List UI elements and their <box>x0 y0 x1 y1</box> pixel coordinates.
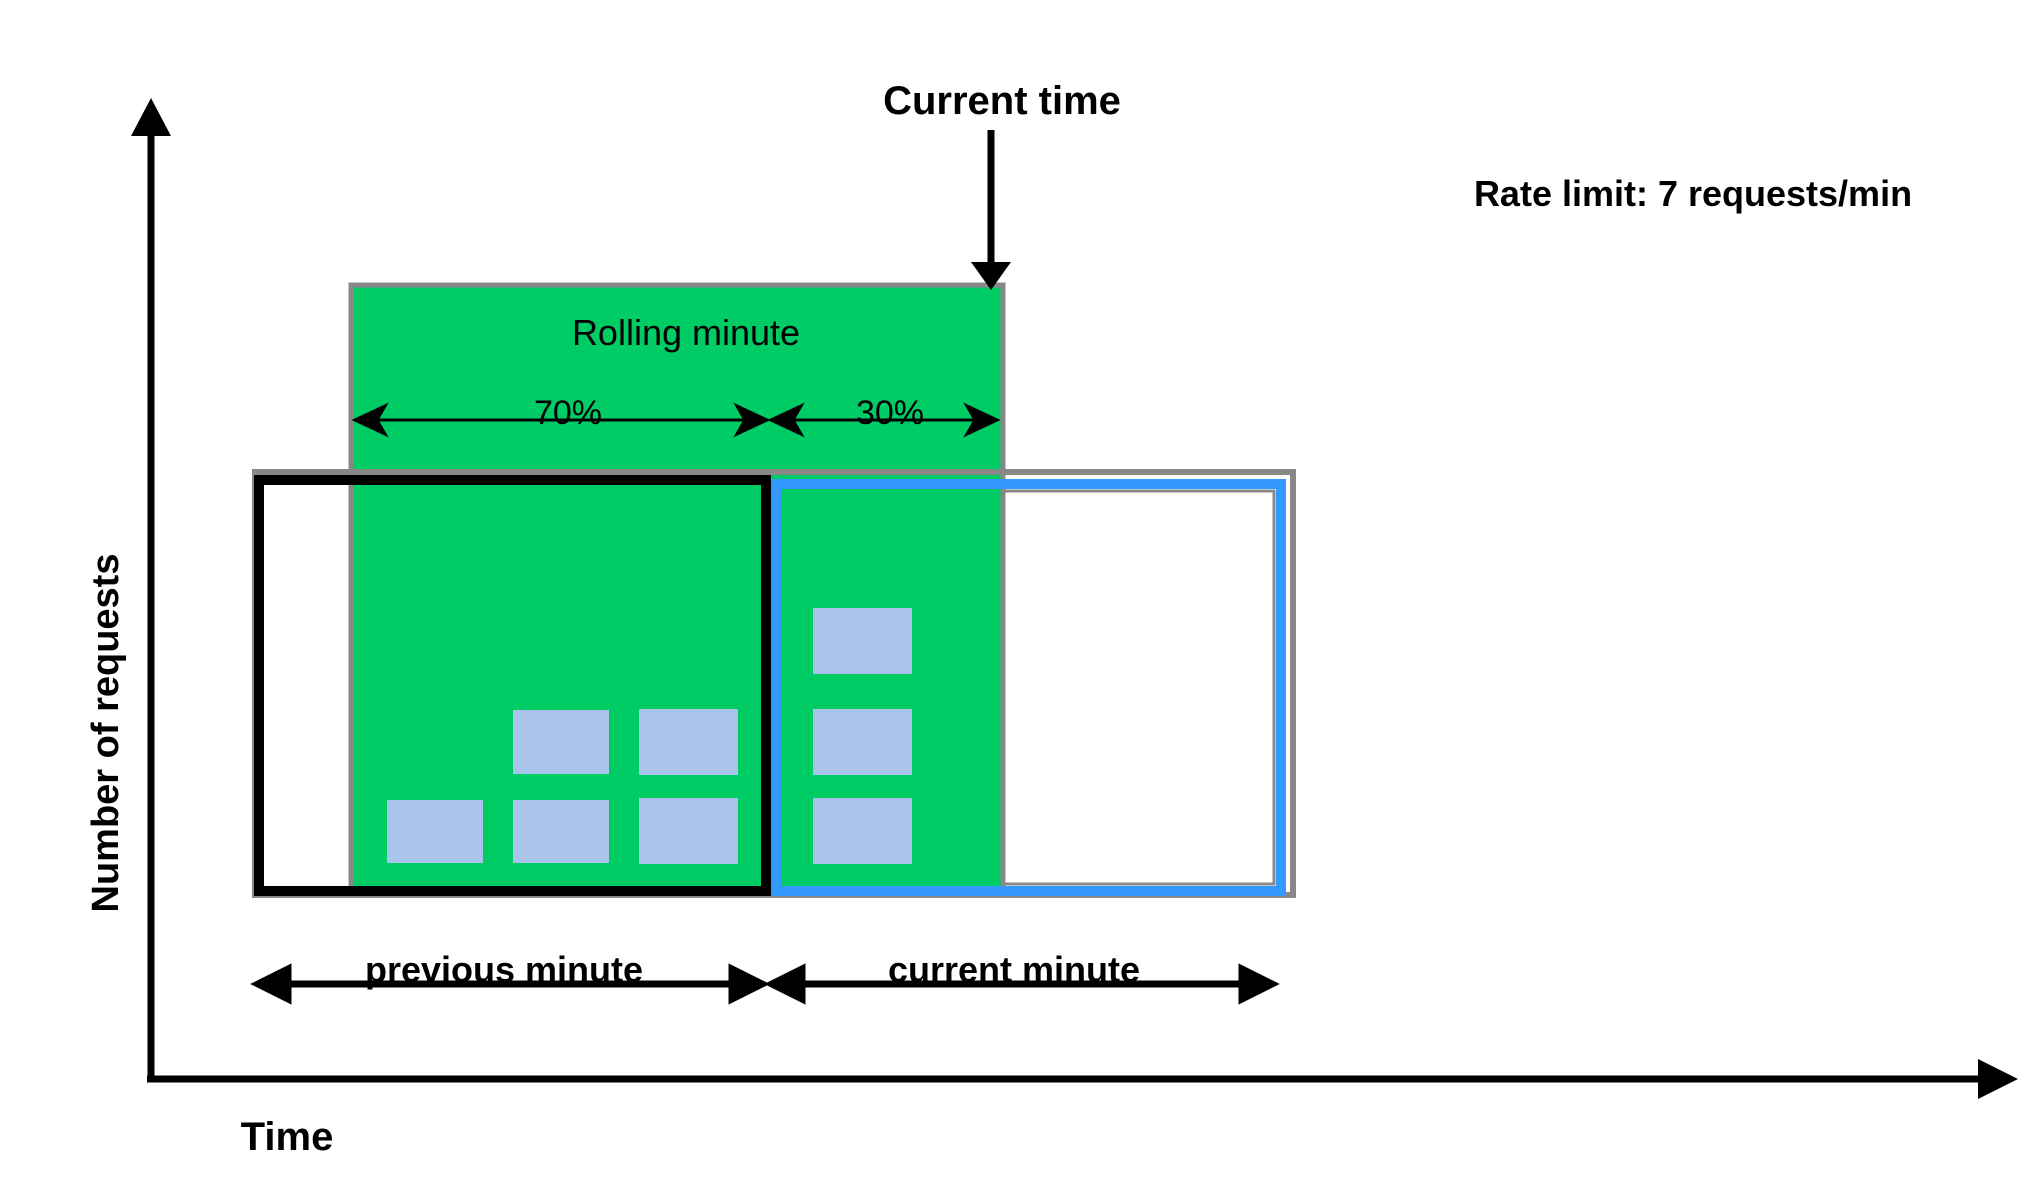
arrow-head-left-icon <box>351 402 389 438</box>
rolling-minute-label: Rolling minute <box>572 312 800 353</box>
y-axis-label: Number of requests <box>85 554 127 913</box>
request-block <box>639 798 738 864</box>
request-block <box>813 608 912 674</box>
arrow-head-left-icon <box>767 402 805 438</box>
minute-span-arrows <box>250 963 1280 1005</box>
current-minute-label: current minute <box>888 949 1140 990</box>
x-axis-arrow-icon <box>1978 1059 2018 1099</box>
arrow-head-left-icon <box>764 963 806 1005</box>
current-minute-box <box>771 479 1286 896</box>
previous-minute-box <box>254 475 771 896</box>
rate-limit-label: Rate limit: 7 requests/min <box>1474 173 1912 214</box>
axes <box>131 98 2018 1099</box>
arrow-head-right-icon <box>728 963 770 1005</box>
percent-arrows <box>351 402 1001 438</box>
previous-minute-label: previous minute <box>365 949 643 990</box>
current-time-label: Current time <box>883 79 1121 123</box>
arrow-head-right-icon <box>1238 963 1280 1005</box>
x-axis-label: Time <box>241 1115 334 1159</box>
previous-minute-requests <box>387 709 738 864</box>
arrow-head-right-icon <box>733 402 771 438</box>
request-block <box>513 710 609 774</box>
current-minute-requests <box>813 608 912 864</box>
future-area <box>1002 489 1276 886</box>
request-block <box>639 709 738 775</box>
arrow-head-right-icon <box>963 402 1001 438</box>
request-block <box>387 800 483 863</box>
arrow-down-icon <box>971 262 1011 290</box>
request-block <box>513 800 609 863</box>
rolling-window <box>348 282 1006 898</box>
y-axis-arrow-icon <box>131 98 171 136</box>
arrow-head-left-icon <box>250 963 292 1005</box>
current-percent-label: 30% <box>856 394 924 432</box>
request-block <box>813 798 912 864</box>
previous-percent-label: 70% <box>534 394 602 432</box>
request-block <box>813 709 912 775</box>
